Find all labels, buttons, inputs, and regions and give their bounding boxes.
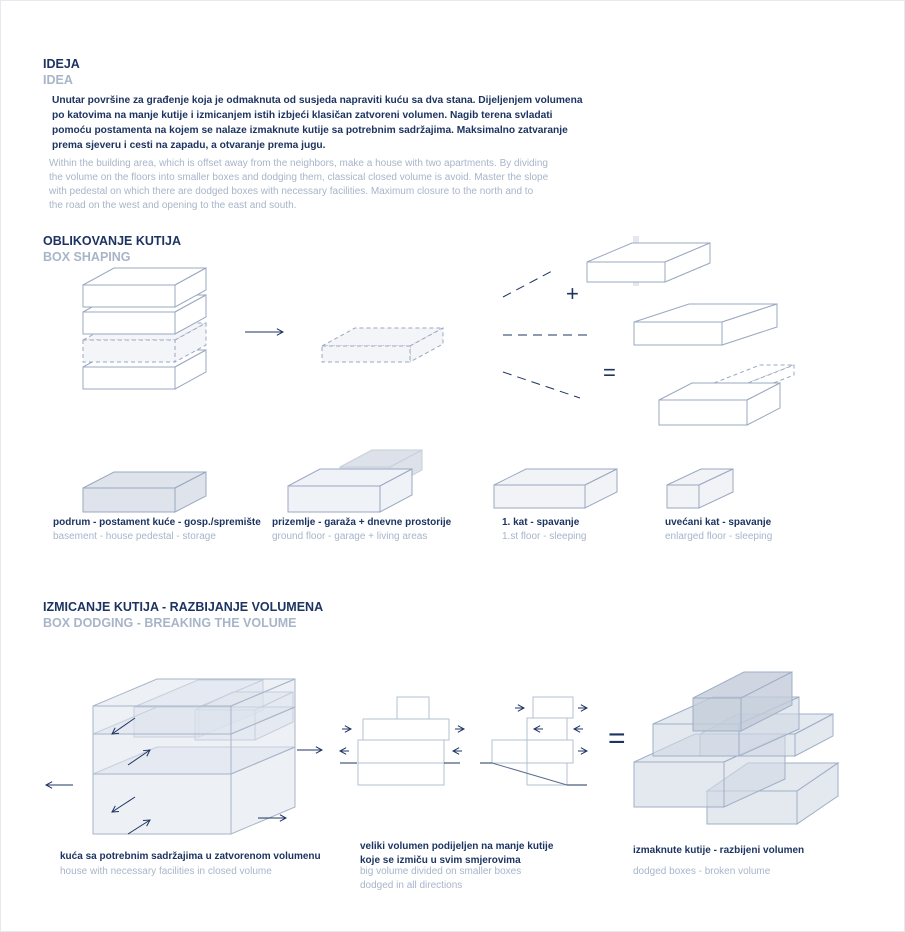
arrow-right-icon-head bbox=[580, 704, 589, 712]
floor-box-basement bbox=[82, 471, 207, 513]
dodging-subtitle: BOX DODGING - BREAKING THE VOLUME bbox=[43, 616, 297, 630]
arrow-icon bbox=[111, 796, 136, 813]
box bbox=[658, 382, 781, 426]
idea-text-en: Within the building area, which is offse… bbox=[49, 158, 549, 211]
volume-upper bbox=[92, 678, 296, 735]
arrow-icon-head bbox=[111, 727, 120, 735]
idea-title: IDEJA bbox=[43, 57, 80, 71]
arrow-icon-head bbox=[142, 819, 151, 827]
dashed-guide bbox=[502, 371, 581, 399]
section-box bbox=[532, 696, 574, 719]
arrow-right-icon-head bbox=[276, 328, 285, 336]
section-box bbox=[396, 696, 430, 720]
floor-label-en: 1.st floor - sleeping bbox=[502, 531, 587, 542]
caption-hr: izmaknute kutije - razbijeni volumen bbox=[633, 845, 805, 856]
caption-hr: veliki volumen podijeljen na manje kutij… bbox=[360, 841, 554, 852]
section-box bbox=[491, 739, 574, 764]
shaping-title: OBLIKOVANJE KUTIJA bbox=[43, 234, 181, 248]
arrow-right-icon-head bbox=[344, 725, 353, 733]
floor-box-ground bbox=[287, 468, 413, 513]
arrow-icon bbox=[111, 717, 136, 735]
arrow-icon bbox=[127, 819, 151, 835]
equals-sign: = bbox=[603, 360, 616, 385]
slope-line bbox=[491, 762, 568, 786]
arrow-left-icon-head bbox=[532, 725, 541, 733]
idea-text-hr: Unutar površine za građenje koja je odma… bbox=[52, 95, 583, 151]
arrow-left-icon-head bbox=[451, 747, 460, 755]
caption-hr: kuća sa potrebnim sadržajima u zatvoreno… bbox=[60, 851, 321, 862]
caption-hr: koje se izmiču u svim smjerovima bbox=[360, 855, 521, 866]
dodged-box-top bbox=[692, 671, 793, 732]
arrow-icon-head bbox=[142, 749, 151, 757]
box bbox=[586, 242, 711, 283]
caption-en: dodged in all directions bbox=[360, 880, 463, 891]
floor-label-hr: prizemlje - garaža + dnevne prostorije bbox=[272, 517, 452, 528]
equals-sign: = bbox=[608, 722, 626, 755]
arrow-icon-head bbox=[111, 805, 120, 813]
caption-en: dodged boxes - broken volume bbox=[633, 866, 771, 877]
caption-en: house with necessary facilities in close… bbox=[60, 866, 272, 877]
arrow-right-icon-head bbox=[315, 746, 324, 754]
dashed-guide bbox=[502, 269, 555, 298]
arrow-right-icon-head bbox=[580, 747, 589, 755]
section-box bbox=[362, 718, 450, 741]
caption-en: big volume divided on smaller boxes bbox=[360, 866, 522, 877]
arrow-left-icon-head bbox=[44, 781, 53, 789]
arrow-left-icon-head bbox=[572, 725, 581, 733]
arrow-right-icon-head bbox=[279, 814, 288, 822]
arrow-right-icon-head bbox=[517, 704, 526, 712]
floor-box-first bbox=[82, 267, 207, 308]
plus-sign: + bbox=[566, 281, 579, 306]
floor-label-hr: 1. kat - spavanje bbox=[502, 517, 580, 528]
floor-label-en: enlarged floor - sleeping bbox=[665, 531, 773, 542]
idea-subtitle: IDEA bbox=[43, 73, 73, 87]
dodging-title: IZMICANJE KUTIJA - RAZBIJANJE VOLUMENA bbox=[43, 600, 324, 614]
floor-label-hr: uvećani kat - spavanje bbox=[665, 517, 772, 528]
arrow-left-icon-head bbox=[338, 747, 347, 755]
shaping-subtitle: BOX SHAPING bbox=[43, 250, 131, 264]
section-box bbox=[526, 762, 568, 786]
box bbox=[633, 303, 778, 346]
floor-label-en: ground floor - garage + living areas bbox=[272, 531, 428, 542]
arrow-icon bbox=[127, 749, 151, 766]
floor-label-hr: podrum - postament kuće - gosp./spremišt… bbox=[53, 517, 261, 528]
arrow-right-icon-head bbox=[457, 725, 466, 733]
floor-box-first bbox=[493, 468, 618, 509]
floor-box-enlarged bbox=[666, 468, 734, 509]
dashed-box bbox=[321, 327, 444, 363]
floor-label-en: basement - house pedestal - storage bbox=[53, 531, 216, 542]
